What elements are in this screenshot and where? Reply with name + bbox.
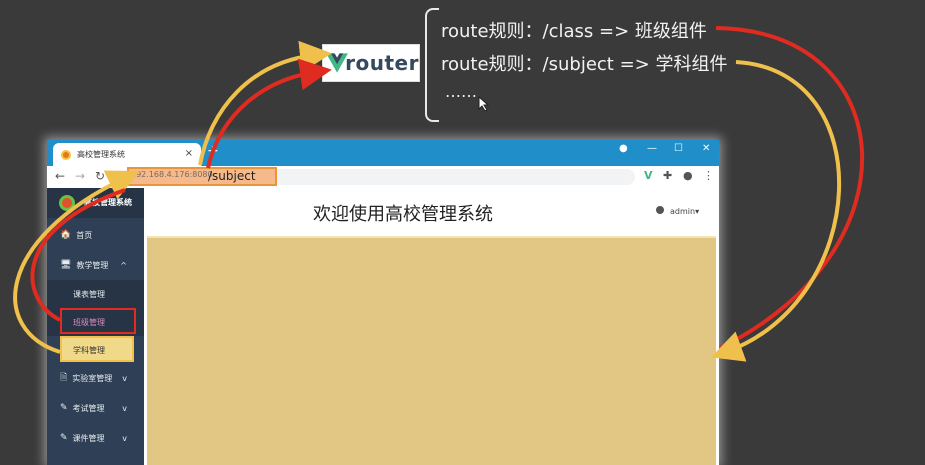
chevron-down-icon: v — [122, 433, 127, 443]
back-icon[interactable]: ← — [55, 169, 66, 183]
sidebar-item-lab[interactable]: 🗎 实验室管理 v — [47, 364, 144, 392]
url-host: 192.168.4.176:8080 — [131, 170, 213, 179]
route-rule-class: route规则：/class => 班级组件 — [441, 21, 707, 42]
arrow-subject-route-to-content — [710, 60, 842, 362]
arrow-class-to-url — [30, 188, 126, 322]
monitor-icon: 🖥 — [60, 260, 72, 270]
close-window-icon[interactable]: ✕ — [702, 143, 711, 154]
page-title: 欢迎使用高校管理系统 — [313, 204, 493, 225]
route-rule-subject: route规则：/subject => 学科组件 — [441, 54, 728, 75]
menu-icon[interactable]: ⋮ — [703, 169, 714, 182]
router-logo-text: router — [345, 51, 419, 75]
account-icon[interactable]: ● — [683, 169, 693, 182]
exam-icon: ✎ — [60, 403, 68, 413]
url-path: /subject — [208, 169, 256, 183]
tab-title: 高校管理系统 — [77, 150, 125, 159]
user-avatar-icon — [656, 206, 664, 214]
browser-window: 高校管理系统 × + ● — ☐ ✕ ← → ↻ 192.168.4.176:8… — [47, 140, 719, 465]
chevron-down-icon: v — [122, 373, 127, 383]
arrow-subject-to-url — [13, 170, 140, 354]
home-icon: 🏠 — [60, 230, 72, 240]
subject-component-area — [147, 238, 716, 465]
arrow-class-route-right — [715, 26, 864, 350]
arrow-url-to-router-red — [206, 58, 332, 169]
app-logo-icon — [59, 195, 75, 211]
caret-down-icon: ▾ — [695, 207, 700, 216]
arrow-url-to-router — [198, 40, 332, 166]
chevron-down-icon: v — [122, 403, 127, 413]
browser-tab[interactable]: 高校管理系统 × — [53, 143, 201, 166]
sidebar-item-schedule[interactable]: 课表管理 — [47, 280, 144, 308]
sidebar-item-teaching[interactable]: 🖥 教学管理 ^ — [47, 251, 144, 279]
sidebar-item-label: 首页 — [76, 230, 93, 240]
vue-router-logo: router — [322, 44, 420, 82]
brace-bracket — [425, 8, 439, 122]
route-ellipsis: …… — [445, 82, 477, 101]
vue-devtools-icon[interactable]: V — [644, 169, 653, 182]
sidebar-title: 高校管理系统 — [84, 198, 132, 207]
sidebar-item-class[interactable]: 班级管理 — [47, 308, 144, 336]
minimize-icon[interactable]: — — [647, 143, 657, 154]
user-name: admin — [670, 207, 696, 216]
chevron-up-icon: ^ — [120, 260, 127, 270]
mouse-cursor-icon — [478, 96, 490, 112]
extensions-icon[interactable]: ✚ — [663, 169, 673, 182]
sidebar-item-courseware[interactable]: ✎ 课件管理 v — [47, 424, 144, 452]
user-menu[interactable]: admin▾ — [670, 207, 699, 216]
favicon-icon — [61, 149, 71, 160]
sidebar-item-label: 教学管理 — [76, 260, 109, 270]
sidebar-item-label: 实验室管理 — [72, 373, 113, 383]
sidebar-item-label: 考试管理 — [72, 403, 105, 413]
main-header — [144, 188, 719, 238]
tab-close-icon[interactable]: × — [184, 148, 193, 159]
forward-icon[interactable]: → — [75, 169, 86, 183]
class-highlight-box — [60, 308, 136, 334]
profile-icon[interactable]: ● — [619, 143, 628, 154]
sidebar-item-label: 班级管理 — [73, 317, 105, 327]
sidebar-item-subject[interactable]: 学科管理 — [47, 336, 144, 364]
courseware-icon: ✎ — [60, 433, 68, 443]
sidebar-item-label: 课件管理 — [72, 433, 105, 443]
sidebar-item-exam[interactable]: ✎ 考试管理 v — [47, 394, 144, 422]
subject-highlight-box — [60, 336, 134, 362]
sidebar-item-home[interactable]: 🏠 首页 — [47, 221, 144, 249]
maximize-icon[interactable]: ☐ — [674, 143, 683, 154]
lab-icon: 🗎 — [60, 373, 68, 383]
sidebar-item-label: 课表管理 — [73, 289, 105, 299]
sidebar-item-label: 学科管理 — [73, 345, 105, 355]
reload-icon[interactable]: ↻ — [95, 169, 106, 183]
